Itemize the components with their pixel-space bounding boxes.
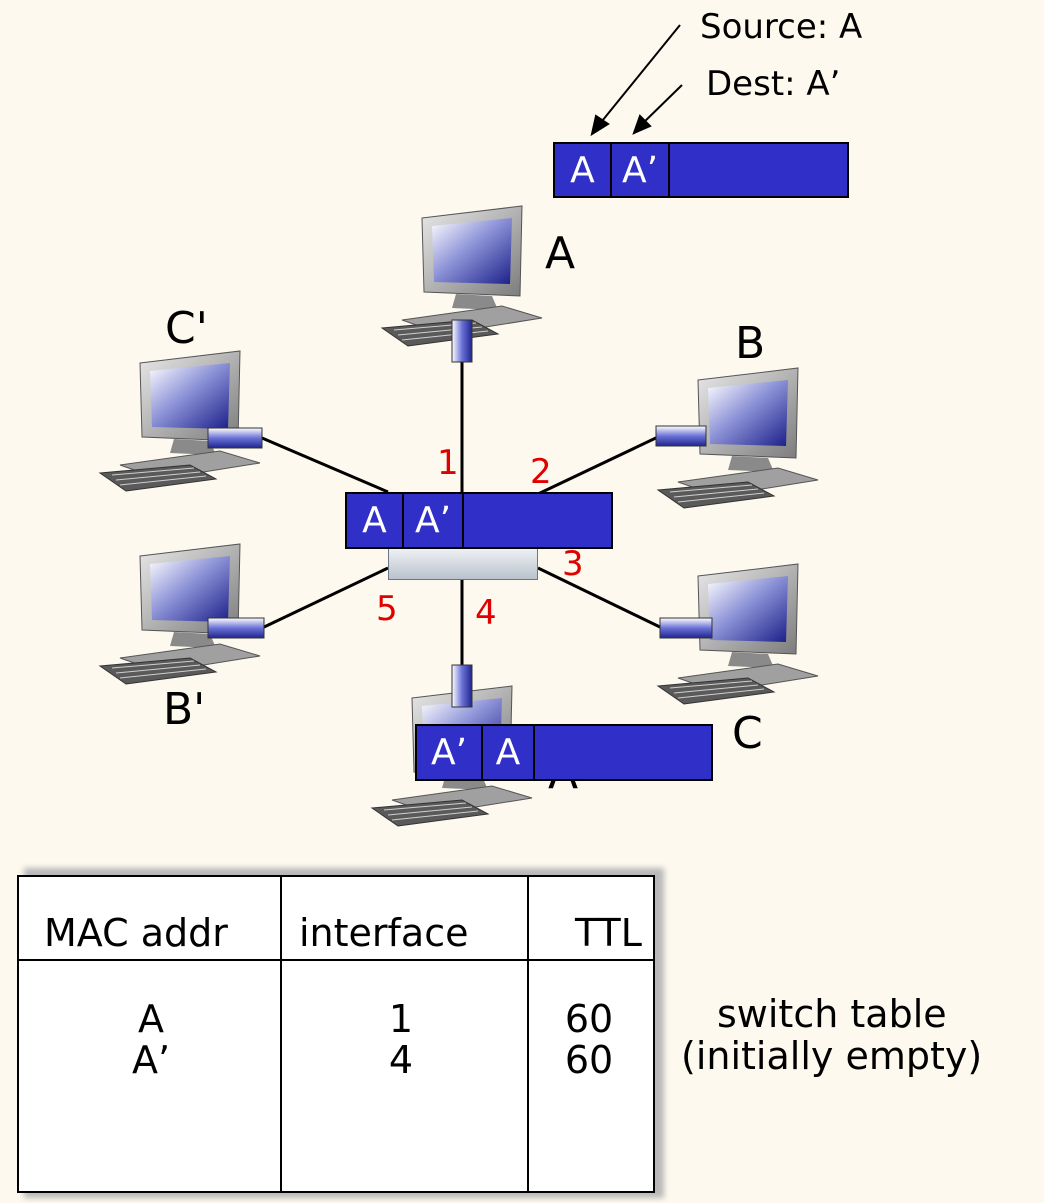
- table-caption-line2: (initially empty): [681, 1034, 983, 1078]
- row-mac: A: [138, 997, 164, 1041]
- header-ttl: TTL: [575, 911, 642, 955]
- frame-dst: A’: [404, 494, 464, 547]
- row-ttl: 60: [564, 997, 614, 1041]
- port-label-5: 5: [376, 589, 398, 629]
- host-label-b: B: [735, 318, 766, 369]
- row-mac: A’: [131, 1038, 171, 1082]
- dest-annotation: Dest: A’: [706, 64, 841, 104]
- header-interface: interface: [299, 911, 469, 955]
- host-label-c-prime: C': [165, 303, 208, 354]
- host-label-c: C: [732, 708, 763, 759]
- row-interface: 1: [388, 997, 414, 1041]
- port-label-4: 4: [475, 593, 497, 633]
- computer-icon: [99, 350, 261, 492]
- port-label-3: 3: [562, 544, 584, 584]
- connectors: [207, 319, 713, 708]
- frame-src: A: [347, 494, 404, 547]
- frame-bottom: A’ A: [415, 724, 713, 781]
- annotation-arrows: [590, 24, 683, 137]
- host-label-b-prime: B': [163, 684, 206, 735]
- header-mac: MAC addr: [44, 911, 228, 955]
- port-label-1: 1: [437, 443, 459, 483]
- frame-top: A A’: [553, 142, 849, 198]
- row-ttl: 60: [564, 1038, 614, 1082]
- switch-table: MAC addr interface TTL A 1 60 A’ 4 60: [17, 875, 655, 1193]
- frame-src: A: [555, 144, 612, 196]
- frame-dst: A’: [612, 144, 670, 196]
- switch: [388, 548, 538, 580]
- frame-src: A: [483, 726, 535, 779]
- frame-switch: A A’: [345, 492, 613, 549]
- computer-icon: [99, 543, 261, 685]
- frame-dst: A’: [417, 726, 483, 779]
- source-annotation: Source: A: [700, 7, 863, 47]
- row-interface: 4: [388, 1038, 414, 1082]
- host-label-a: A: [545, 228, 576, 279]
- port-label-2: 2: [530, 452, 552, 492]
- table-caption-line1: switch table: [717, 992, 947, 1036]
